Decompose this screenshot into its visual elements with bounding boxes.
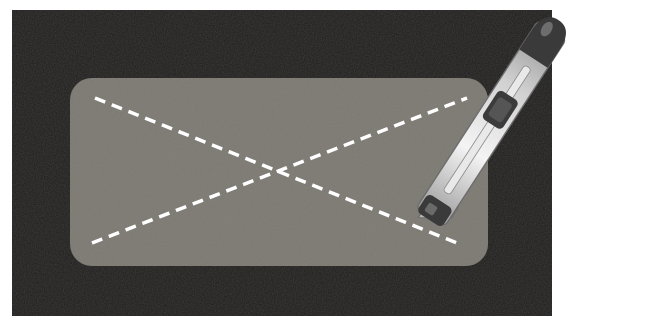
illustration: [0, 0, 655, 324]
illustration-canvas: [0, 0, 655, 324]
